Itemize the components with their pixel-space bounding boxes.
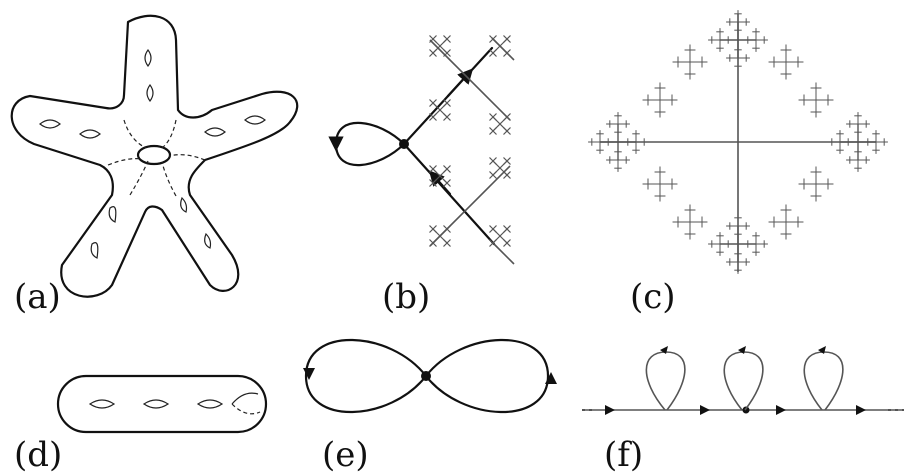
panel-c-fractal-branches bbox=[588, 10, 888, 274]
label-e: (e) bbox=[322, 435, 369, 475]
label-b: (b) bbox=[382, 277, 431, 317]
panel-e-figure-eight bbox=[303, 338, 557, 414]
panel-d-surface bbox=[56, 374, 268, 434]
label-a: (a) bbox=[14, 277, 61, 317]
label-f: (f) bbox=[604, 435, 644, 475]
panel-b-fractal-clusters bbox=[429, 35, 511, 247]
panel-b-graph bbox=[328, 37, 515, 265]
panel-f-line-loops bbox=[582, 346, 904, 415]
label-d: (d) bbox=[14, 435, 63, 475]
label-c: (c) bbox=[630, 277, 676, 317]
panel-a-surface bbox=[10, 14, 299, 298]
